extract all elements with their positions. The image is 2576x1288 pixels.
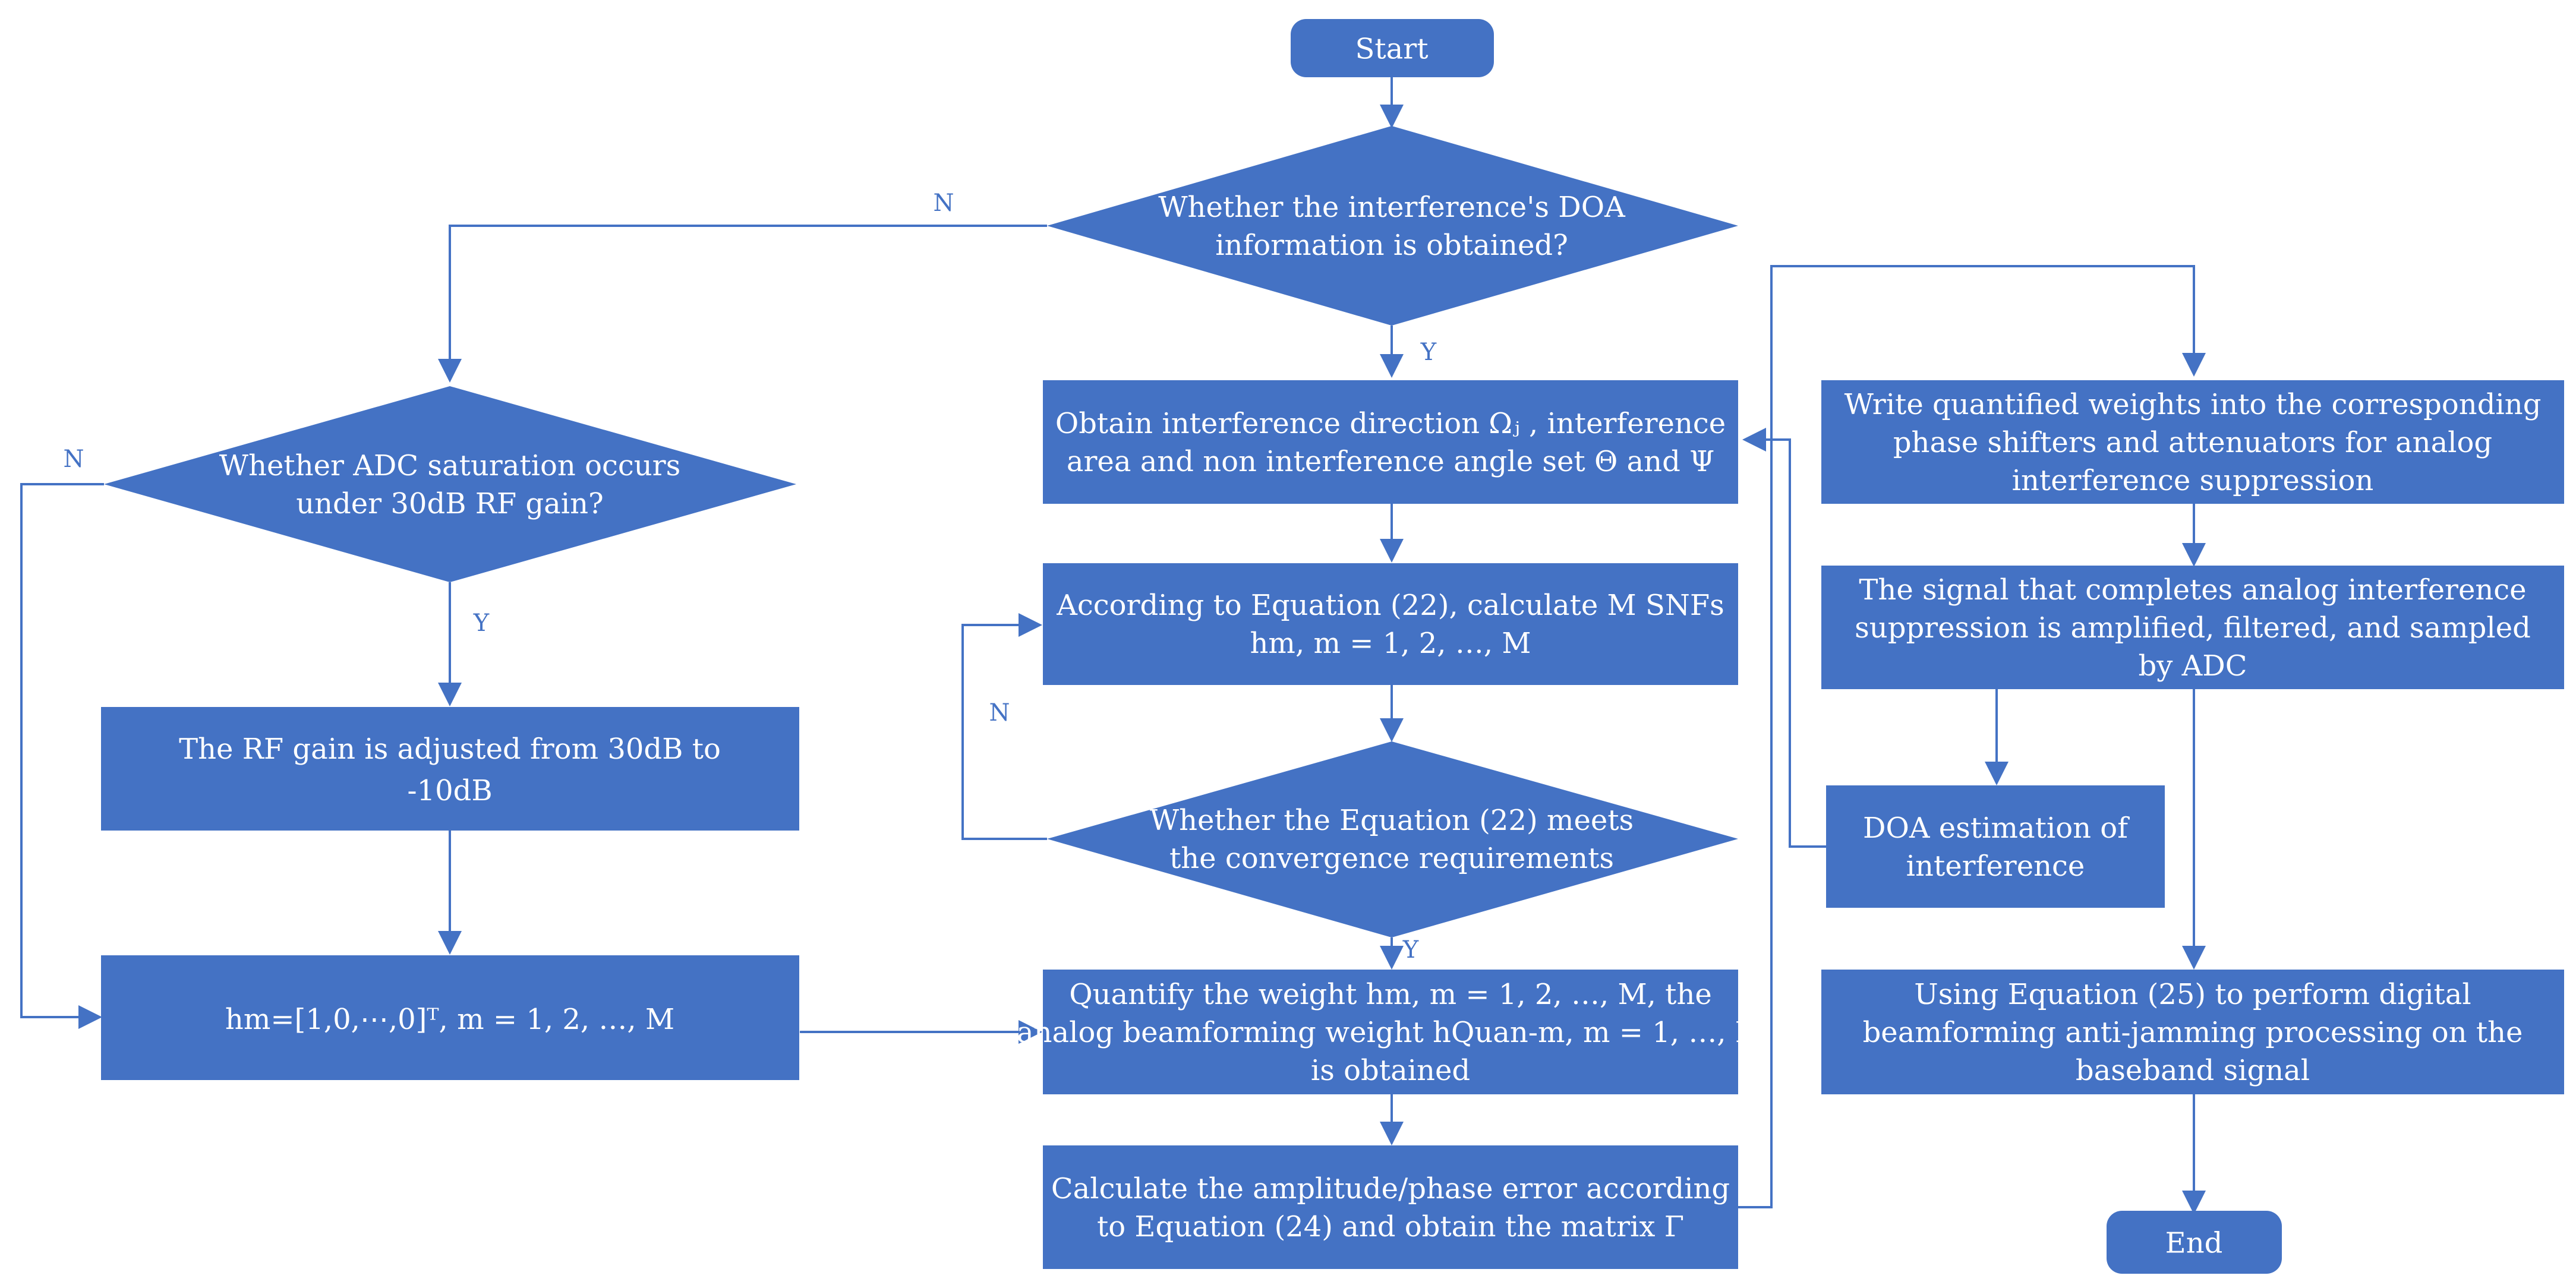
adc-no-label: N [64, 446, 84, 473]
end-label: End [2165, 1227, 2223, 1260]
write-w-line: phase shifters and attenuators for analo… [1893, 426, 2492, 459]
quantify-line: analog beamforming weight hQuan-m, m = 1… [1017, 1016, 1764, 1049]
doa-est-box [1826, 785, 2165, 908]
end-node [2107, 1211, 2282, 1274]
end-line: End [2165, 1227, 2223, 1260]
calc-snf-box [1043, 563, 1738, 685]
rf-adjust-line: The RF gain is adjusted from 30dB to [179, 733, 721, 766]
h-init-line: hm=[1,0,⋯,0]ᵀ, m = 1, 2, …, M [225, 1003, 674, 1036]
conv-check-decision [1047, 741, 1738, 937]
doa-check-line: Whether the interference's DOA [1158, 191, 1626, 224]
calc-err-label: Calculate the amplitude/phase error acco… [1051, 1172, 1730, 1243]
adc-check-decision [104, 386, 796, 582]
signal-box [1821, 566, 2564, 689]
signal-line: suppression is amplified, filtered, and … [1855, 611, 2531, 645]
calc-snf-line: According to Equation (22), calculate M … [1056, 589, 1724, 622]
h-init-box [101, 955, 799, 1080]
quantify-line: is obtained [1311, 1054, 1470, 1087]
write-w-line: Write quantified weights into the corres… [1844, 388, 2542, 421]
calc-err-line: to Equation (24) and obtain the matrix Γ [1097, 1210, 1684, 1243]
start-node [1291, 19, 1494, 77]
quantify-line: Quantify the weight hm, m = 1, 2, …, M, … [1069, 978, 1712, 1011]
write-w-line: interference suppression [2012, 464, 2374, 497]
doa-no-label: N [934, 190, 954, 217]
rf-adjust-line: -10dB [407, 774, 492, 807]
conv-check-line: Whether the Equation (22) meets [1150, 804, 1634, 837]
doa-check-line: information is obtained? [1215, 229, 1568, 262]
quantify-label: Quantify the weight hm, m = 1, 2, …, M, … [1017, 978, 1764, 1087]
branch-labels: N Y N Y N Y [64, 190, 1437, 964]
doa-est-line: DOA estimation of [1863, 812, 2130, 845]
obtain-dir-box [1043, 380, 1738, 504]
start-label: Start [1355, 33, 1428, 66]
calc-err-line: Calculate the amplitude/phase error acco… [1051, 1172, 1730, 1205]
doa-check-label: Whether the interference's DOA informatio… [1158, 191, 1626, 262]
obtain-dir-line: Obtain interference direction Ωⱼ , inter… [1055, 407, 1726, 440]
signal-line: The signal that completes analog interfe… [1859, 573, 2526, 607]
arrow-calc-err-to-write-w [1738, 265, 2206, 1208]
arrow-adc-no-to-h-init [20, 483, 104, 1029]
calc-snf-label: According to Equation (22), calculate M … [1056, 589, 1724, 660]
signal-label: The signal that completes analog interfe… [1855, 573, 2531, 683]
start-line: Start [1355, 33, 1428, 66]
adc-check-line: Whether ADC saturation occurs [219, 449, 680, 482]
arrow-conv-no-to-calc-snf [961, 613, 1047, 840]
signal-line: by ADC [2139, 649, 2247, 683]
rf-adjust-box [101, 707, 799, 831]
write-w-box [1821, 380, 2564, 504]
doa-check-decision [1047, 126, 1738, 326]
doa-est-label: DOA estimation of interference [1863, 812, 2130, 883]
arrow-doa-est-to-obtain-dir [1742, 428, 1826, 848]
doa-est-line: interference [1906, 850, 2085, 883]
write-w-label: Write quantified weights into the corres… [1844, 388, 2542, 497]
conv-check-label: Whether the Equation (22) meets the conve… [1150, 804, 1634, 875]
conv-no-label: N [989, 699, 1010, 727]
digital-bf-box [1821, 970, 2564, 1094]
conv-check-line: the convergence requirements [1169, 842, 1614, 875]
node-shapes [101, 19, 2564, 1274]
conv-yes-label: Y [1402, 936, 1419, 964]
arrow-doa-no-to-adc-check [438, 225, 1047, 383]
h-init-label: hm=[1,0,⋯,0]ᵀ, m = 1, 2, …, M [225, 1003, 674, 1036]
adc-yes-label: Y [473, 610, 490, 637]
digital-bf-line: Using Equation (25) to perform digital [1914, 978, 2471, 1011]
quantify-box [1043, 970, 1738, 1094]
rf-adjust-label: The RF gain is adjusted from 30dB to -10d… [179, 733, 721, 807]
adc-check-label: Whether ADC saturation occurs under 30dB … [219, 449, 680, 520]
obtain-dir-line: area and non interference angle set Θ an… [1067, 445, 1714, 478]
adc-check-line: under 30dB RF gain? [296, 487, 604, 520]
obtain-dir-label: Obtain interference direction Ωⱼ , inter… [1055, 407, 1726, 478]
connector-arrows [20, 77, 2206, 1214]
calc-err-box [1043, 1145, 1738, 1269]
digital-bf-line: beamforming anti-jamming processing on t… [1863, 1016, 2523, 1049]
digital-bf-line: baseband signal [2076, 1054, 2310, 1087]
digital-bf-label: Using Equation (25) to perform digital be… [1863, 978, 2523, 1087]
calc-snf-line: hm, m = 1, 2, …, M [1250, 627, 1531, 660]
doa-yes-label: Y [1420, 339, 1437, 366]
